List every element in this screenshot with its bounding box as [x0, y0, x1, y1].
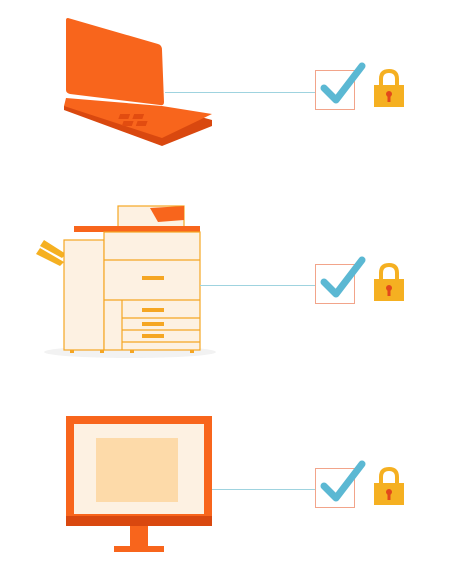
checkmark-icon — [320, 460, 366, 502]
laptop-check-box — [315, 62, 366, 110]
monitor-check-box — [315, 460, 366, 508]
monitor-connector-line — [212, 489, 315, 490]
laptop-connector-line — [165, 92, 315, 93]
checkmark-icon — [320, 256, 366, 298]
multifunction-printer-icon — [36, 205, 216, 358]
monitor-row — [0, 400, 458, 570]
laptop-row — [0, 0, 458, 160]
printer-row — [0, 190, 458, 370]
checkmark-icon — [320, 62, 366, 104]
printer-connector-line — [200, 285, 315, 286]
padlock-icon — [374, 262, 404, 301]
printer-check-box — [315, 256, 366, 304]
padlock-icon — [374, 466, 404, 505]
padlock-icon — [374, 68, 404, 107]
laptop-icon — [64, 18, 212, 146]
desktop-monitor-icon — [66, 416, 212, 552]
